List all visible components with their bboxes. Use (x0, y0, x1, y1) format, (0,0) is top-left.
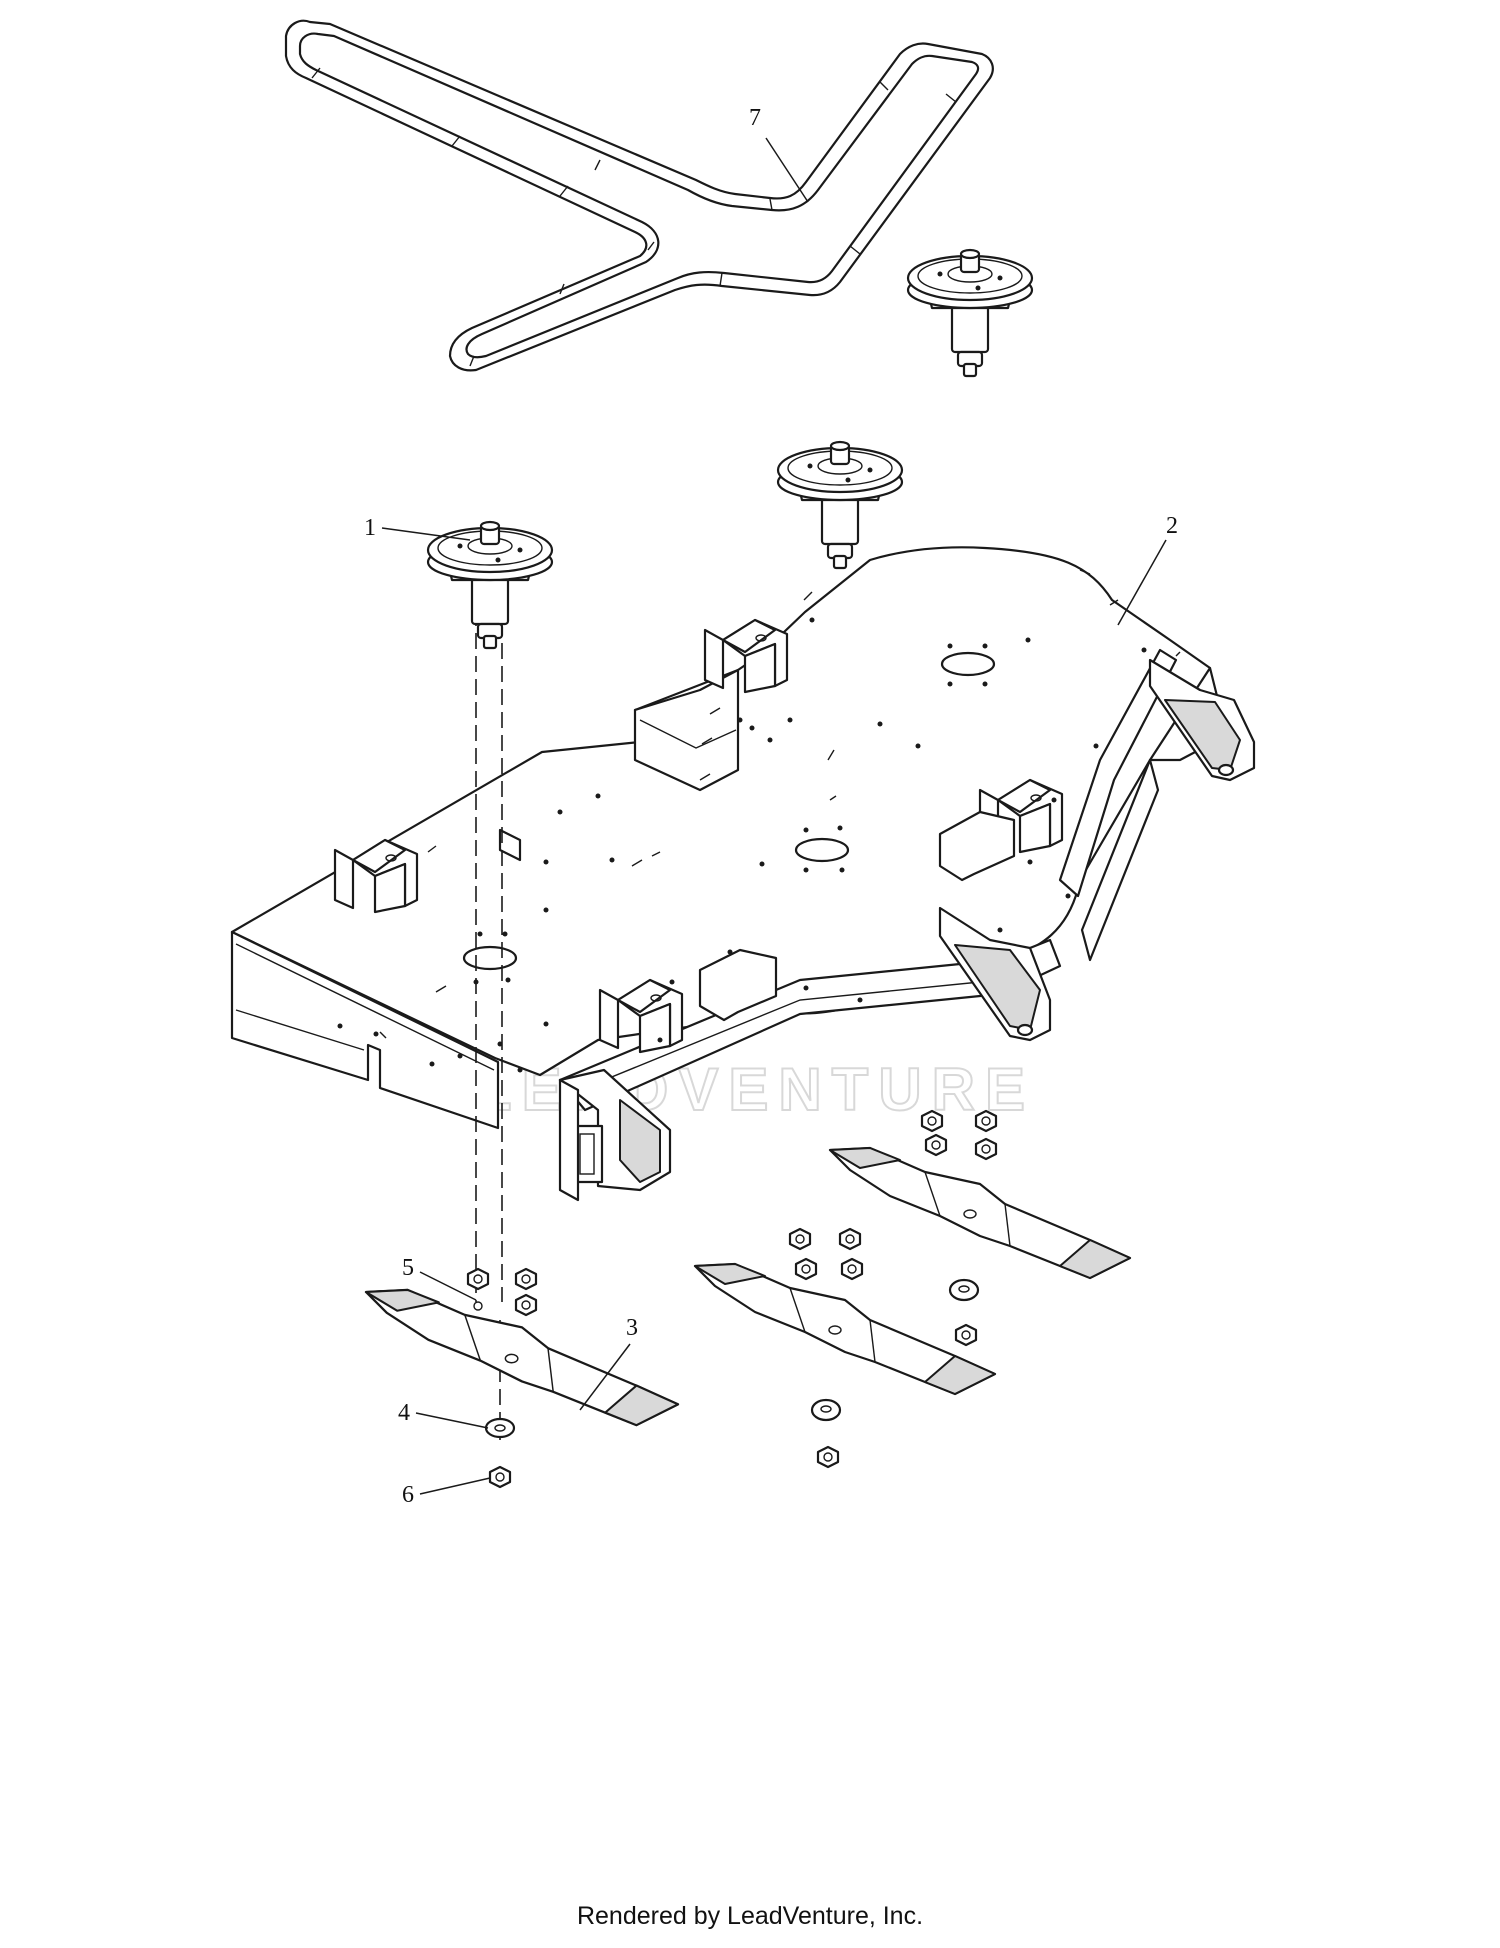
svg-text:2: 2 (1166, 513, 1178, 539)
footer-credit: Rendered by LeadVenture, Inc. (576, 1902, 924, 1930)
drive-belt (284, 19, 994, 372)
svg-text:5: 5 (402, 1255, 414, 1281)
svg-text:1: 1 (364, 515, 376, 541)
hardware-group (466, 1109, 998, 1489)
svg-text:4: 4 (398, 1400, 410, 1426)
svg-text:6: 6 (402, 1482, 414, 1508)
spindle-assembly (426, 520, 554, 650)
mower-blade (693, 1262, 997, 1396)
callout-7: 7 (749, 105, 809, 203)
callout-1: 1 (364, 515, 471, 541)
mower-blade (828, 1146, 1132, 1280)
spindle-assembly (776, 440, 904, 570)
callout-2: 2 (1117, 513, 1178, 626)
callout-3: 3 (579, 1315, 638, 1411)
callout-5: 5 (402, 1255, 477, 1301)
svg-text:7: 7 (749, 105, 761, 131)
spindle-assembly (906, 248, 1034, 378)
callout-6: 6 (402, 1477, 491, 1508)
callout-4: 4 (398, 1400, 489, 1429)
svg-text:3: 3 (626, 1315, 638, 1341)
